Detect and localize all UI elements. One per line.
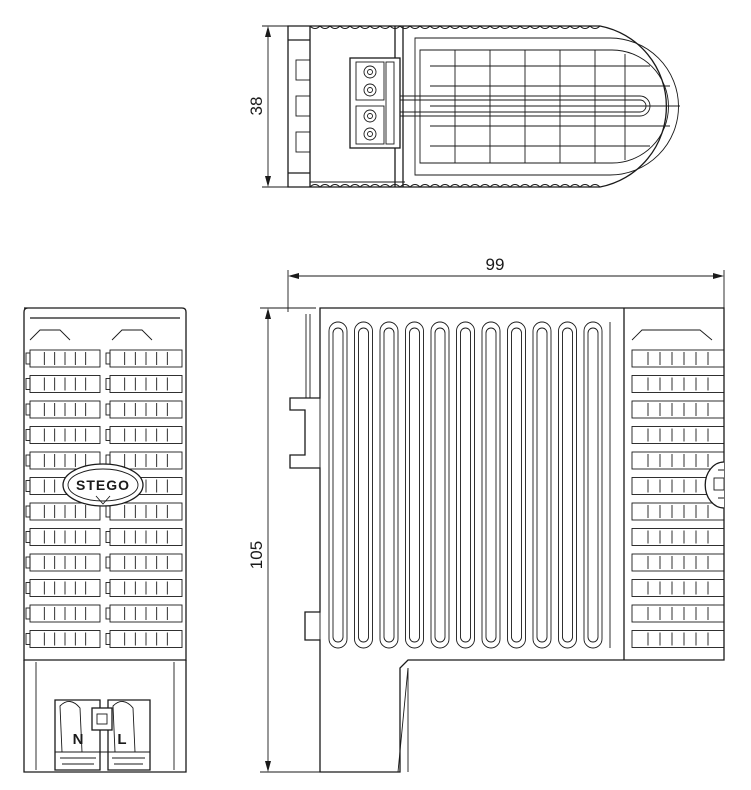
front-view: STEGO N L [23,307,187,773]
fin-inner [332,327,344,643]
fin-inner [383,327,395,643]
fin-inner [536,327,548,643]
fin-inner [434,327,446,643]
vent-slot [631,375,725,393]
vent-slot [631,528,725,546]
dimension-105-label: 105 [247,541,266,569]
heating-fins [328,321,603,649]
side-vent-slots [631,329,725,648]
fin [354,321,373,649]
vent-slot-tab [25,403,31,416]
vent-slot-tab [105,556,111,569]
vent-slot [631,349,725,368]
side-view: 99 105 [247,255,725,773]
top-view: 38 [247,25,680,188]
vent-slot-tab [25,454,31,467]
fin [507,321,526,649]
terminal-block-front: N L [54,699,151,771]
vent-slot-tab [25,582,31,594]
vent-slot-tab [105,505,111,518]
vent-slot-tab [25,378,31,390]
fin-inner [511,327,522,643]
terminal-block-top [349,57,401,149]
vent-slot-tab [25,531,31,543]
fin-inner [358,327,369,643]
fin-inner [409,327,420,643]
vent-slot-tab [25,505,31,518]
terminal-label-n: N [73,731,84,748]
vent-slot [631,400,725,419]
vent-slot-tab [25,352,31,365]
fin [481,321,501,649]
vent-slot [631,604,725,623]
dimension-38: 38 [247,25,298,188]
fin [583,321,603,649]
vent-slot-tab [25,607,31,620]
vent-slot-tab [105,582,111,594]
vent-slot-tab [105,429,111,441]
fin [405,321,424,649]
vent-slot-tab [105,607,111,620]
fin-inner [562,327,573,643]
vent-slot-tab [25,556,31,569]
dimension-38-label: 38 [247,97,266,116]
vent-slot-tab [105,403,111,416]
vent-slot-tab [25,429,31,441]
stego-logo-side [704,461,725,509]
vent-slot [631,502,725,521]
vent-slot-tab [105,633,111,645]
vent-slot [631,579,725,597]
fin-inner [485,327,497,643]
dimension-99-label: 99 [486,255,505,274]
fin [328,321,348,649]
fin [456,321,475,649]
fin-inner [587,327,599,643]
stego-logo-text: STEGO [76,477,130,493]
vent-slot-tab [25,480,31,492]
dimension-105: 105 [247,307,400,773]
vent-slot [631,630,725,648]
vent-tab [631,329,713,341]
vent-slot [631,426,725,444]
fin [430,321,450,649]
vent-slot-tab [105,531,111,543]
stego-logo: STEGO [62,463,144,507]
vent-slot [631,553,725,572]
terminal-label-l: L [117,731,126,748]
fin-inner [460,327,471,643]
fin [558,321,577,649]
fin [379,321,399,649]
fin [532,321,552,649]
internal-grille [395,50,680,163]
vent-slot-tab [105,352,111,365]
vent-slot-tab [25,633,31,645]
dimension-99: 99 [287,255,725,312]
vent-slot-tab [105,378,111,390]
vent-slot [631,451,725,470]
